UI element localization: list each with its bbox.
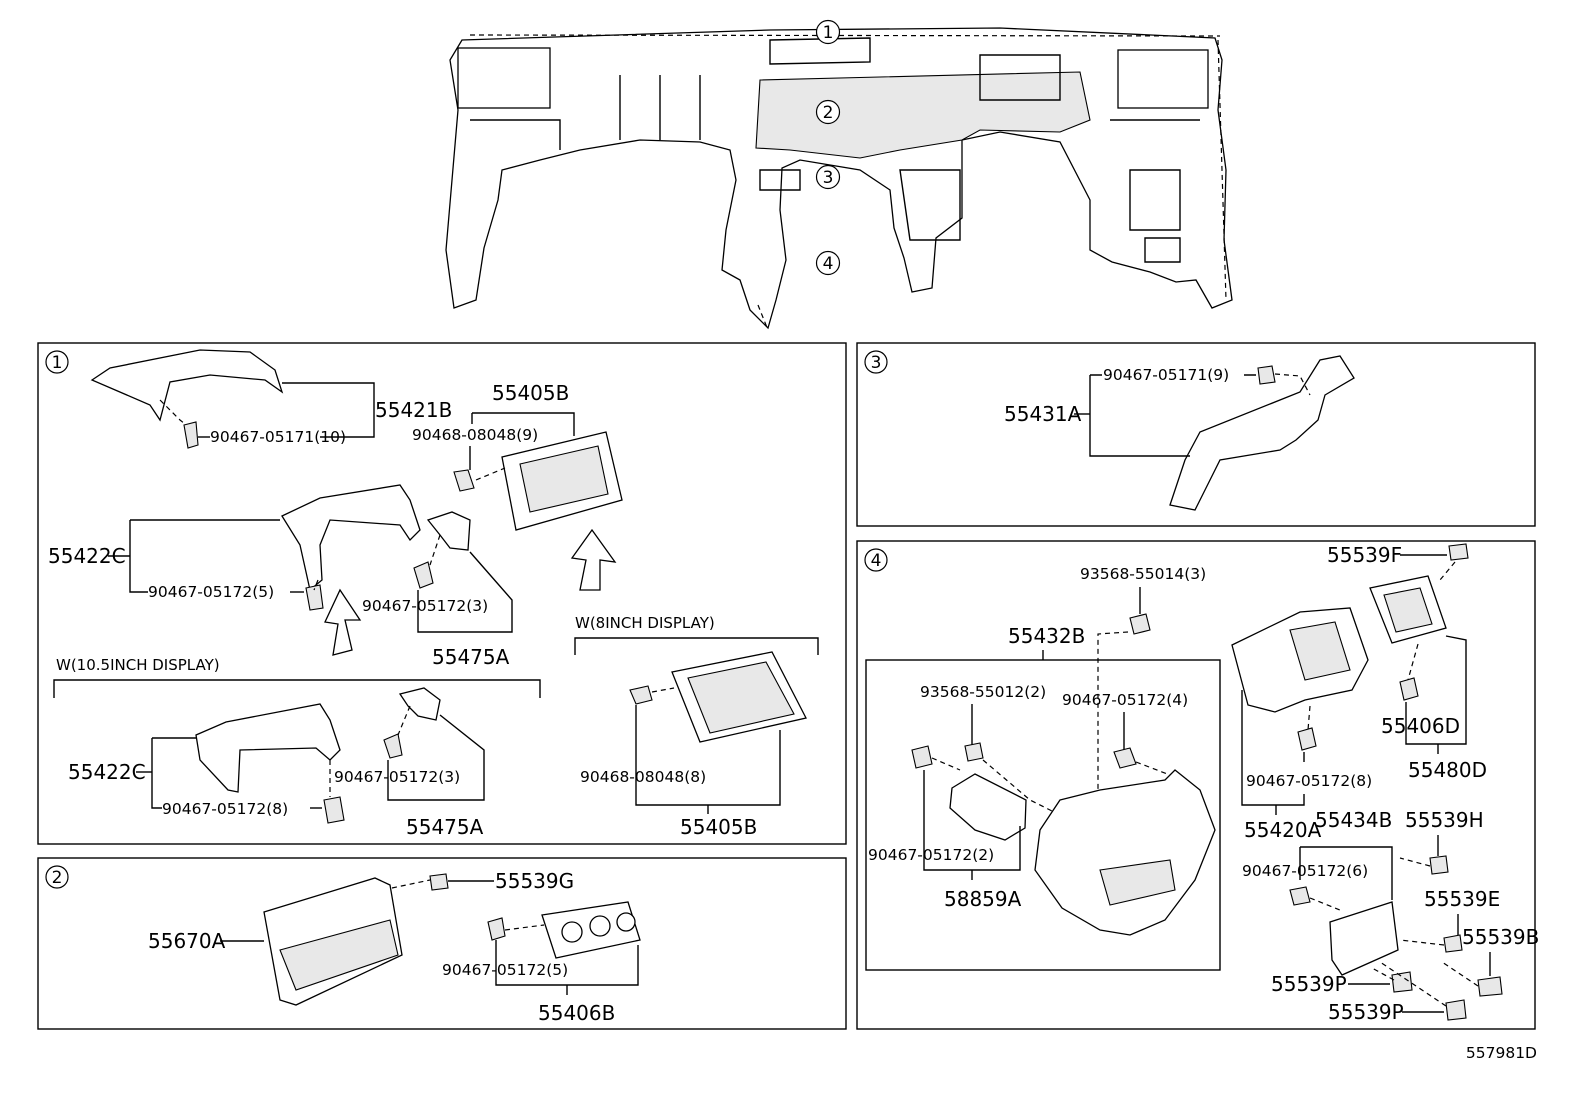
part-55421B [90,349,284,422]
clip-90467-05172-6 [1289,886,1311,906]
svg-text:90467-05172(2): 90467-05172(2) [868,846,994,864]
callout-3: 3 [815,164,841,190]
svg-text:55480D: 55480D [1408,758,1487,782]
svg-text:3: 3 [823,168,834,188]
callout-2: 2 [815,99,841,125]
svg-text:55420A: 55420A [1244,818,1322,842]
svg-text:4: 4 [871,551,882,571]
clip-90467-05172-3-bot [383,733,403,759]
part-55539H [1429,855,1449,875]
svg-text:1: 1 [52,353,63,373]
part-55539P-b [1445,999,1467,1021]
svg-text:90467-05171(9): 90467-05171(9) [1103,366,1229,384]
svg-text:90467-05172(3): 90467-05172(3) [334,768,460,786]
svg-text:55422C: 55422C [68,760,146,784]
svg-text:55539F: 55539F [1327,543,1402,567]
svg-text:90467-05172(5): 90467-05172(5) [148,583,274,601]
switch-panel-55434B [1329,901,1399,976]
bolt-93568-55012-2 [964,742,984,762]
clip-90467-05171-10 [183,421,199,449]
svg-text:90467-05172(4): 90467-05172(4) [1062,691,1188,709]
svg-text:55475A: 55475A [432,645,510,669]
svg-text:55539P: 55539P [1328,1000,1404,1024]
panel-4: 4 55432B 93568-55014(3) 93568-55012(2) 9… [856,540,1539,1030]
svg-text:55539E: 55539E [1424,887,1500,911]
part-55539B [1477,976,1503,997]
panel-3-callout [864,350,888,374]
console-panel-55432B [1034,769,1216,936]
panel-1-callout [45,350,69,374]
clip-90468-08048-8 [629,685,653,705]
panel-1: 1 55421B 90467-05171(10) 55405B 90468-08… [37,342,847,845]
svg-text:90468-08048(9): 90468-08048(9) [412,426,538,444]
svg-text:55406B: 55406B [538,1001,615,1025]
clip-90467-05172-3-top [413,561,434,589]
part-55539P-a [1391,971,1413,993]
svg-text:55539P: 55539P [1271,972,1347,996]
svg-text:W(10.5INCH DISPLAY): W(10.5INCH DISPLAY) [56,656,220,674]
callout-1: 1 [815,19,841,45]
svg-text:55670A: 55670A [148,929,226,953]
svg-text:55431A: 55431A [1004,402,1082,426]
svg-text:93568-55014(3): 93568-55014(3) [1080,565,1206,583]
part-55539G [429,873,449,891]
panel-3: 3 90467-05171(9) 55431A [856,342,1536,527]
part-55475A-bot [398,687,441,721]
arrow-up-icon [324,588,362,656]
bolt-93568-55014-3 [1129,613,1151,635]
svg-text:2: 2 [52,868,63,888]
callout-4: 4 [815,250,841,276]
svg-text:55406D: 55406D [1381,714,1460,738]
part-55539E [1443,934,1463,953]
clip-90467-05172-4 [1113,747,1137,769]
svg-text:W(8INCH DISPLAY): W(8INCH DISPLAY) [575,614,715,632]
svg-text:93568-55012(2): 93568-55012(2) [920,683,1046,701]
clip-90467-05172-5 [305,584,324,611]
svg-text:55432B: 55432B [1008,624,1085,648]
svg-text:90468-08048(8): 90468-08048(8) [580,768,706,786]
svg-text:2: 2 [823,103,834,123]
svg-text:90467-05172(3): 90467-05172(3) [362,597,488,615]
clip-90467-05172-8-p4 [1297,727,1317,751]
clip-90468-08048-9 [453,469,475,492]
dashboard-reinforcement-assembly [445,27,1233,331]
svg-text:55434B: 55434B [1315,808,1392,832]
part-55431A [1169,355,1355,511]
arrow-up-icon [570,528,617,591]
bracket-58859A [949,773,1027,841]
part-55422C-top [281,484,421,592]
clip-90467-05171-9 [1257,365,1276,385]
svg-text:55539H: 55539H [1405,808,1484,832]
clip-90467-05172-5-p2 [487,917,506,941]
svg-text:90467-05172(6): 90467-05172(6) [1242,862,1368,880]
svg-text:55539B: 55539B [1462,925,1539,949]
svg-text:55405B: 55405B [680,815,757,839]
panel-2-callout [45,865,69,889]
clip-90467-05172-8 [323,796,345,824]
part-55422C-bot [195,703,341,793]
svg-text:55475A: 55475A [406,815,484,839]
diagram-id: 557981D [1466,1044,1537,1062]
svg-text:4: 4 [823,254,834,274]
panel-4-callout [864,548,888,572]
clip-90467-05172-2 [911,745,933,769]
svg-text:90467-05172(8): 90467-05172(8) [162,800,288,818]
svg-text:55539G: 55539G [495,869,574,893]
svg-text:55421B: 55421B [375,398,452,422]
svg-text:55405B: 55405B [492,381,569,405]
svg-text:3: 3 [871,353,882,373]
svg-text:58859A: 58859A [944,887,1022,911]
clip-55406D [1399,677,1419,701]
part-55475A-top [426,511,471,551]
svg-text:90467-05172(8): 90467-05172(8) [1246,772,1372,790]
panel-2: 2 55670A 55539G 90467-05172(5) 55406B [37,857,847,1030]
svg-text:1: 1 [823,23,834,43]
svg-text:90467-05172(5): 90467-05172(5) [442,961,568,979]
part-55539F [1448,543,1469,561]
svg-text:90467-05171(10): 90467-05171(10) [210,428,346,446]
